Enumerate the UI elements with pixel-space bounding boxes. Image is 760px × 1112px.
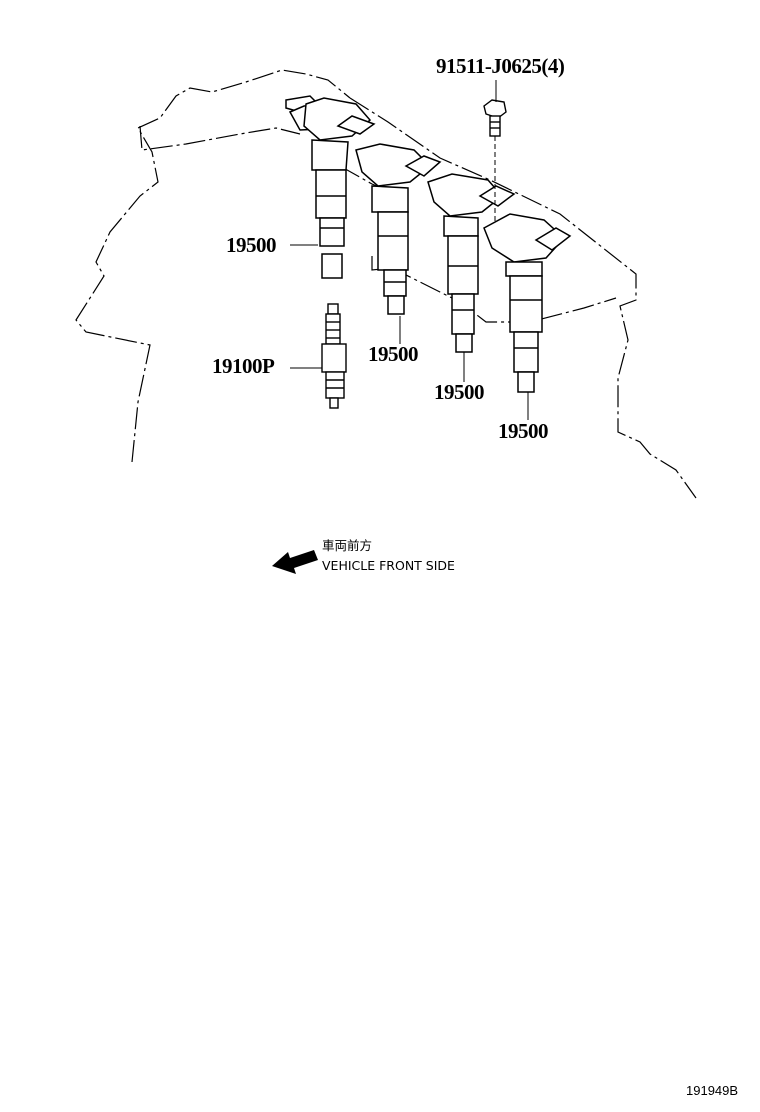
callout-coil-3: 19500 [434,380,485,404]
callout-coil-2: 19500 [368,342,419,366]
illustration-id: 191949B [686,1083,739,1098]
callout-spark-plug: 19100P [212,354,275,378]
callout-coil-1: 19500 [226,233,277,257]
bolt [483,99,507,137]
arrow-left-icon [272,550,318,574]
spark-plug [321,303,347,409]
callout-coil-4: 19500 [498,419,549,443]
ignition-coil-2 [355,143,442,315]
ignition-coil-1 [285,95,376,279]
leader-lines [290,80,529,420]
ignition-coil-3 [427,173,516,353]
direction-note-english: VEHICLE FRONT SIDE [322,558,455,573]
ignition-coil-4 [483,213,572,393]
direction-note-japanese: 車両前方 [322,538,373,553]
callout-bolt: 91511-J0625(4) [436,54,565,78]
